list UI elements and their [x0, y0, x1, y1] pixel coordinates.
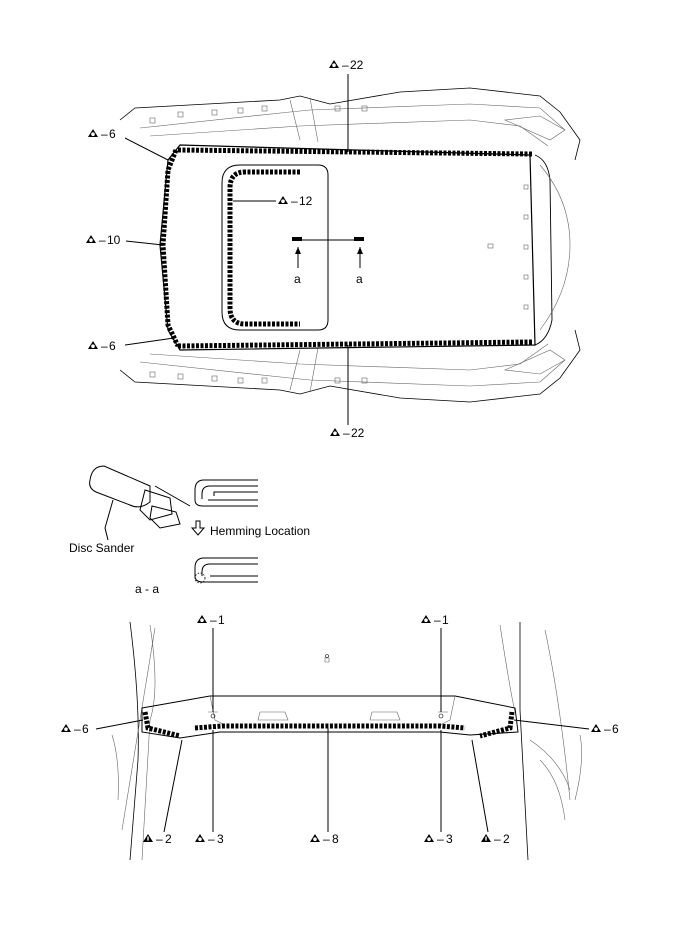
svg-text:–: –: [494, 832, 501, 846]
callout-rear-right-bottom-3: – 3: [424, 730, 453, 846]
svg-text:12: 12: [299, 194, 313, 208]
svg-text:–: –: [342, 58, 349, 72]
weld-symbol-icon: [421, 615, 431, 623]
rear-view-roof: [111, 621, 582, 861]
callout-rear-left-side-6: – 6: [61, 719, 144, 736]
callout-rear-right-upper-1: – 1: [421, 613, 449, 712]
svg-text:3: 3: [446, 832, 453, 846]
svg-text:6: 6: [109, 127, 116, 141]
weld-symbol-icon: [591, 724, 601, 732]
callout-front-left-mid-10: – 10: [86, 233, 164, 247]
adhesive-symbol-icon: [143, 834, 153, 842]
hemming-before-section: [194, 479, 258, 507]
svg-text:–: –: [74, 722, 81, 736]
disc-sander-label: Disc Sander: [69, 541, 134, 555]
adhesive-symbol-icon: [481, 834, 491, 842]
weld-symbol-icon: [88, 341, 98, 349]
weld-symbol-icon: [278, 196, 288, 204]
svg-text:–: –: [343, 426, 350, 440]
svg-text:–: –: [101, 339, 108, 353]
svg-text:2: 2: [503, 832, 510, 846]
weld-symbol-icon: [310, 834, 320, 842]
weld-symbol-icon: [424, 834, 434, 842]
weld-symbol-icon: [88, 129, 98, 137]
weld-symbol-icon: [330, 428, 340, 436]
callout-rear-left-upper-1: – 1: [197, 613, 225, 712]
svg-text:2: 2: [165, 832, 172, 846]
callout-sunroof-12: – 12: [233, 194, 313, 208]
svg-text:10: 10: [107, 233, 121, 247]
svg-text:6: 6: [612, 722, 619, 736]
callout-rear-right-side-6: – 6: [513, 719, 619, 736]
svg-text:–: –: [156, 832, 163, 846]
weld-symbol-icon: [195, 834, 205, 842]
svg-text:–: –: [604, 722, 611, 736]
hemming-arrow-icon: [190, 520, 206, 536]
disc-sander-illustration: [89, 465, 191, 541]
svg-text:–: –: [208, 832, 215, 846]
svg-text:–: –: [323, 832, 330, 846]
section-marker-right: a: [356, 272, 363, 286]
svg-text:–: –: [99, 233, 106, 247]
callout-front-left-upper-6: – 6: [88, 127, 169, 161]
section-marker-left: a: [294, 272, 301, 286]
svg-text:–: –: [437, 832, 444, 846]
callout-rear-center-bottom-8: – 8: [310, 728, 339, 846]
callout-rear-left-bottom-2: – 2: [143, 739, 183, 846]
top-view-roof: [119, 87, 581, 403]
svg-text:–: –: [291, 194, 298, 208]
section-a-a-label: a - a: [135, 582, 159, 596]
hemming-location-label: Hemming Location: [210, 524, 310, 538]
weld-symbol-icon: [197, 615, 207, 623]
svg-text:6: 6: [82, 722, 89, 736]
weld-symbol-icon: [61, 724, 71, 732]
callout-rear-left-bottom-3: – 3: [195, 730, 224, 846]
svg-text:8: 8: [332, 832, 339, 846]
svg-text:–: –: [434, 613, 441, 627]
callout-rear-right-bottom-2: – 2: [471, 739, 510, 846]
svg-text:–: –: [101, 127, 108, 141]
callout-front-left-lower-6: – 6: [88, 337, 175, 353]
hemming-after-section: [194, 557, 258, 584]
svg-text:–: –: [210, 613, 217, 627]
callout-bottom-22: – 22: [330, 345, 365, 440]
svg-text:1: 1: [218, 613, 225, 627]
svg-text:22: 22: [351, 426, 365, 440]
weld-symbol-icon: [86, 235, 96, 243]
svg-text:22: 22: [350, 58, 364, 72]
svg-text:6: 6: [109, 339, 116, 353]
callout-top-22: – 22: [329, 58, 364, 152]
svg-text:3: 3: [217, 832, 224, 846]
weld-symbol-icon: [329, 60, 339, 68]
svg-text:1: 1: [442, 613, 449, 627]
